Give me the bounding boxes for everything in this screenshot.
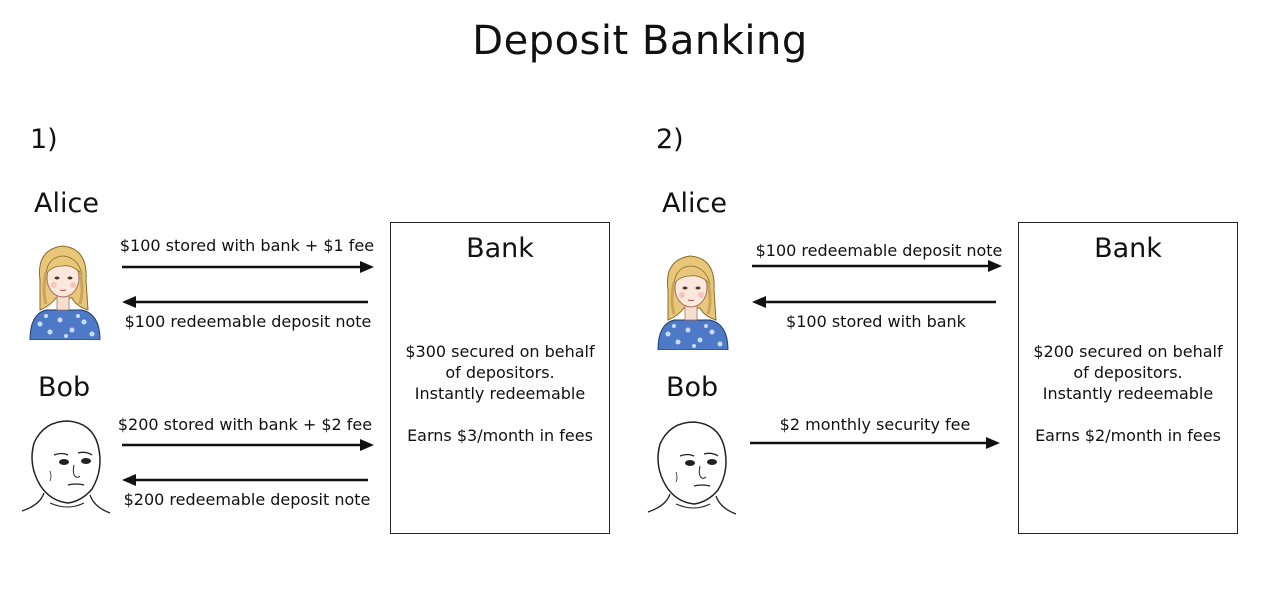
panel-1-alice-to-bank-arrow <box>122 261 374 273</box>
bank-fees-line: Earns $2/month in fees <box>1035 426 1221 445</box>
panel-2-alice-to-bank-arrow <box>752 260 1002 272</box>
panel-1-bank-box: Bank $300 secured on behalf of depositor… <box>390 222 610 534</box>
diagram-title: Deposit Banking <box>472 18 808 64</box>
panel-1-bob-name: Bob <box>38 372 91 403</box>
panel-2-bank-to-alice-arrow <box>752 296 996 308</box>
panel-1-bank-title: Bank <box>466 233 534 264</box>
panel-1-alice-name: Alice <box>34 188 99 219</box>
bob-wojak-avatar-icon <box>21 420 111 514</box>
bank-desc-line: $300 secured on behalf <box>405 342 595 361</box>
panel-2-bank-to-alice-label: $100 stored with bank <box>786 312 966 331</box>
panel-2-bob-name: Bob <box>666 372 719 403</box>
panel-2-bank-title: Bank <box>1094 233 1162 264</box>
panel-1-alice-to-bank-label: $100 stored with bank + $1 fee <box>119 236 375 255</box>
panel-2-bank-description: $200 secured on behalf of depositors. In… <box>1019 341 1237 446</box>
bank-desc-line: of depositors. <box>445 363 555 382</box>
panel-2-alice-name: Alice <box>662 188 727 219</box>
bank-desc-line: Instantly redeemable <box>1042 384 1214 403</box>
panel-1-bank-to-alice-label: $100 redeemable deposit note <box>124 312 372 331</box>
panel-1-number: 1) <box>30 124 58 155</box>
panel-1-bob-to-bank-arrow <box>122 439 374 451</box>
bank-desc-line: of depositors. <box>1073 363 1183 382</box>
panel-2-alice-to-bank-label: $100 redeemable deposit note <box>755 241 1003 260</box>
panel-1-bob-to-bank-label: $200 stored with bank + $2 fee <box>117 415 373 434</box>
bank-desc-line: $200 secured on behalf <box>1033 342 1223 361</box>
panel-2-bank-box: Bank $200 secured on behalf of depositor… <box>1018 222 1238 534</box>
bank-fees-line: Earns $3/month in fees <box>407 426 593 445</box>
panel-2-bob-to-bank-arrow <box>750 437 1000 449</box>
panel-1-bank-to-bob-label: $200 redeemable deposit note <box>123 490 371 509</box>
panel-2-bob-to-bank-label: $2 monthly security fee <box>779 415 971 434</box>
panel-1-bank-description: $300 secured on behalf of depositors. In… <box>391 341 609 446</box>
alice-avatar-icon <box>29 245 101 340</box>
panel-1-bank-to-alice-arrow <box>122 296 368 308</box>
bank-desc-line: Instantly redeemable <box>414 384 586 403</box>
alice-avatar-icon <box>657 255 729 350</box>
panel-1-bank-to-bob-arrow <box>122 474 368 486</box>
bob-wojak-avatar-icon <box>647 421 737 515</box>
panel-2-number: 2) <box>656 124 684 155</box>
